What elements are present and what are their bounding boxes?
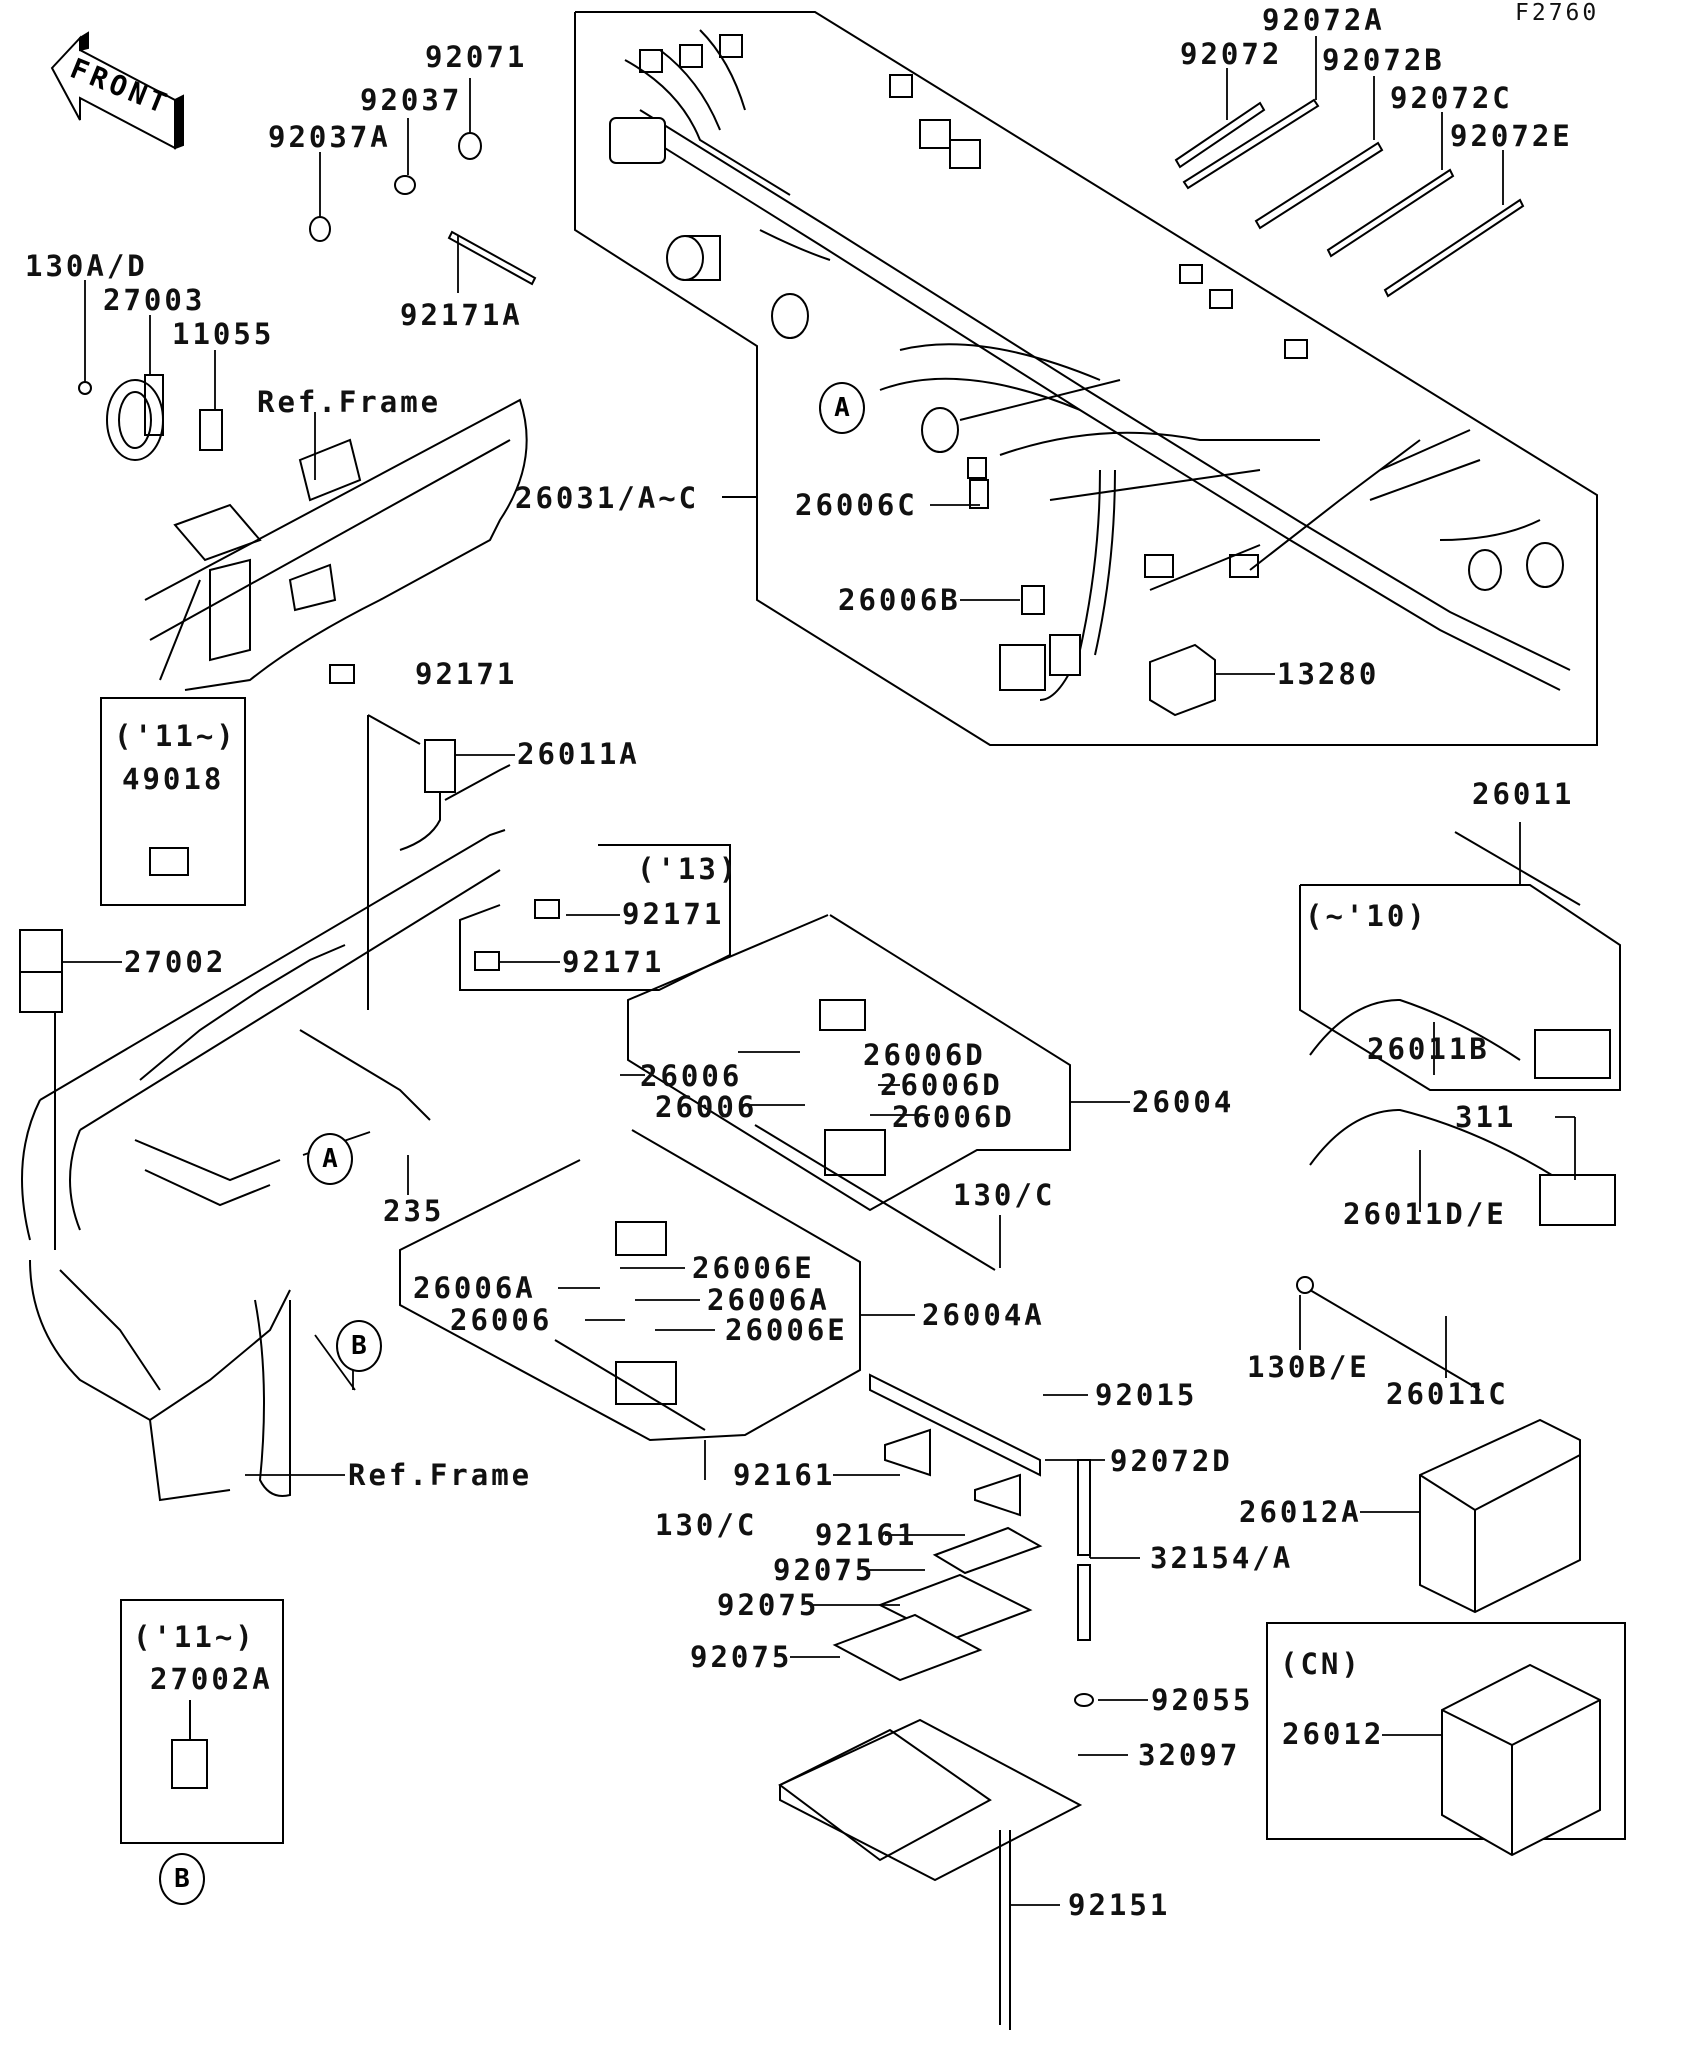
part-label-26011C[interactable]: 26011C [1386, 1377, 1509, 1411]
part-label-26006-2[interactable]: 26006 [655, 1090, 758, 1124]
part-label-26006A-1[interactable]: 26006A [413, 1271, 536, 1305]
part-label-32154A[interactable]: 32154/A [1150, 1541, 1294, 1575]
part-label-26012A[interactable]: 26012A [1239, 1495, 1362, 1529]
part-label-26011[interactable]: 26011 [1472, 777, 1575, 811]
part-label-92072[interactable]: 92072 [1180, 37, 1283, 71]
part-label-11055[interactable]: 11055 [172, 317, 275, 351]
part-label-26012[interactable]: 26012 [1282, 1717, 1385, 1751]
part-label-130C-2[interactable]: 130/C [655, 1508, 758, 1542]
ref-frame-label-bottom: Ref.Frame [348, 1458, 533, 1492]
variant-box-13 [459, 844, 731, 991]
callout-a-frame[interactable]: A [307, 1133, 353, 1185]
fuse-box-26004-outline [627, 914, 1071, 1212]
front-arrow-icon [50, 31, 184, 150]
part-label-130AD[interactable]: 130A/D [25, 249, 148, 283]
part-label-92071[interactable]: 92071 [425, 40, 528, 74]
part-label-26031[interactable]: 26031/A~C [515, 481, 700, 515]
part-label-26006B[interactable]: 26006B [838, 583, 961, 617]
part-label-26006E-2[interactable]: 26006E [725, 1313, 848, 1347]
part-label-130BE[interactable]: 130B/E [1247, 1350, 1370, 1384]
part-label-130C-1[interactable]: 130/C [953, 1178, 1056, 1212]
year-note-11-a: ('11~) [114, 719, 237, 753]
relay-harness-icon [367, 714, 511, 1010]
ref-frame-label-top: Ref.Frame [257, 385, 442, 419]
wire-harness-icon [609, 29, 1571, 717]
callout-b-frame[interactable]: B [336, 1320, 382, 1372]
region-note-cn: (CN) [1280, 1647, 1362, 1681]
part-label-26006D-2[interactable]: 26006D [880, 1068, 1003, 1102]
battery-cable-icon [1296, 831, 1621, 1391]
variant-box-49018 [100, 697, 246, 906]
part-label-92072E[interactable]: 92072E [1450, 119, 1573, 153]
year-note-10: (~'10) [1305, 899, 1428, 933]
part-label-92171[interactable]: 92171 [415, 657, 518, 691]
part-label-26011A[interactable]: 26011A [517, 737, 640, 771]
part-label-92037A[interactable]: 92037A [268, 120, 391, 154]
part-label-92075-2[interactable]: 92075 [717, 1588, 820, 1622]
part-label-311[interactable]: 311 [1455, 1100, 1517, 1134]
part-label-26006A-2[interactable]: 26006A [707, 1283, 830, 1317]
part-label-27002[interactable]: 27002 [124, 945, 227, 979]
part-label-92072B[interactable]: 92072B [1322, 43, 1445, 77]
part-label-26006E-1[interactable]: 26006E [692, 1251, 815, 1285]
part-label-27002A[interactable]: 27002A [150, 1662, 273, 1696]
part-label-92037[interactable]: 92037 [360, 83, 463, 117]
battery-tray-icon [778, 1373, 1094, 2030]
battery-26012A-icon [1419, 1418, 1581, 1614]
part-label-92171-a[interactable]: 92171 [622, 897, 725, 931]
part-label-92161-1[interactable]: 92161 [733, 1458, 836, 1492]
frame-top-icon [144, 398, 528, 691]
part-label-92171-b[interactable]: 92171 [562, 945, 665, 979]
relay-27002-icon [19, 929, 63, 1250]
harness-group-outline [574, 11, 1598, 746]
battery-26012-icon [1441, 1663, 1601, 1857]
part-label-92151[interactable]: 92151 [1068, 1888, 1171, 1922]
part-label-26006D-3[interactable]: 26006D [892, 1100, 1015, 1134]
part-label-26006D-1[interactable]: 26006D [863, 1038, 986, 1072]
part-label-26006-3[interactable]: 26006 [450, 1303, 553, 1337]
part-label-92075-1[interactable]: 92075 [773, 1553, 876, 1587]
clamp-parts-icon [78, 132, 537, 461]
callout-b-relay[interactable]: B [159, 1853, 205, 1905]
part-label-26011DE[interactable]: 26011D/E [1343, 1197, 1507, 1231]
part-label-235[interactable]: 235 [383, 1194, 445, 1228]
part-label-26011B[interactable]: 26011B [1367, 1032, 1490, 1066]
year-note-11-b: ('11~) [133, 1620, 256, 1654]
callout-a-harness[interactable]: A [819, 382, 865, 434]
part-label-27003[interactable]: 27003 [103, 283, 206, 317]
part-label-26006C[interactable]: 26006C [795, 488, 918, 522]
variant-box-27002A [120, 1599, 284, 1844]
part-label-32097[interactable]: 32097 [1138, 1738, 1241, 1772]
part-label-92171A[interactable]: 92171A [400, 298, 523, 332]
cable-tie-icon [1174, 98, 1525, 298]
part-label-26004A[interactable]: 26004A [922, 1298, 1045, 1332]
part-label-92075-3[interactable]: 92075 [690, 1640, 793, 1674]
variant-box-cn [1266, 1622, 1626, 1840]
part-label-92072C[interactable]: 92072C [1390, 81, 1513, 115]
part-label-92055[interactable]: 92055 [1151, 1683, 1254, 1717]
part-label-92161-2[interactable]: 92161 [815, 1518, 918, 1552]
figure-code: F2760 [1515, 0, 1600, 26]
part-label-13280[interactable]: 13280 [1277, 657, 1380, 691]
year-note-13: ('13) [637, 852, 740, 886]
leader-lines [62, 36, 1576, 1906]
part-label-26004[interactable]: 26004 [1132, 1085, 1235, 1119]
frame-middle-icon [21, 829, 506, 1502]
part-label-92072A[interactable]: 92072A [1262, 3, 1385, 37]
part-label-26006-1[interactable]: 26006 [640, 1059, 743, 1093]
part-label-49018[interactable]: 49018 [122, 762, 225, 796]
fuse-box-26004A-outline [399, 1129, 861, 1442]
part-label-92015[interactable]: 92015 [1095, 1378, 1198, 1412]
part-label-92072D[interactable]: 92072D [1110, 1444, 1233, 1478]
